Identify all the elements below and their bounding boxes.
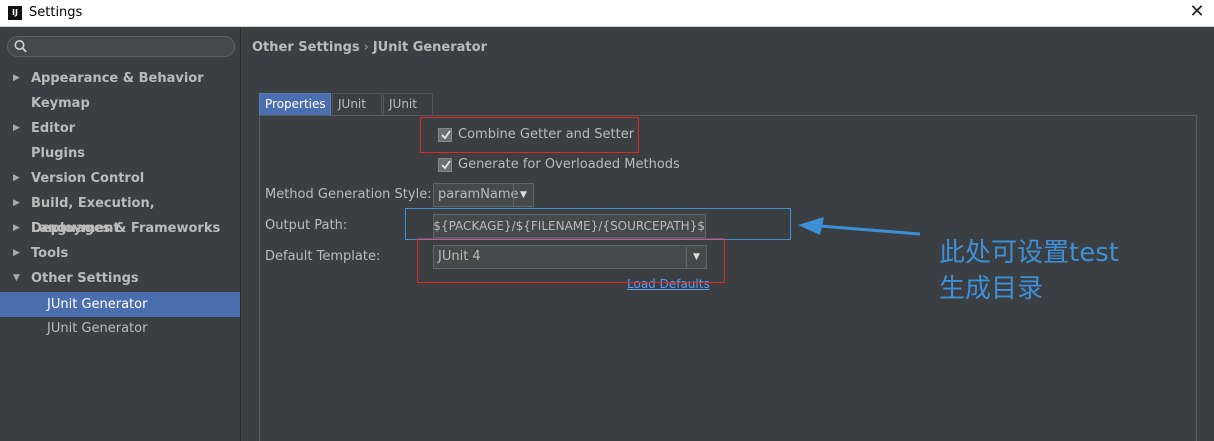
expand-arrow-icon: ▶ — [13, 123, 20, 133]
checkbox-label: Generate for Overloaded Methods — [458, 157, 680, 172]
checkbox-label: Combine Getter and Setter — [458, 127, 635, 142]
expand-arrow-icon: ▶ — [13, 173, 20, 183]
output-path-label: Output Path: — [265, 218, 348, 233]
expand-arrow-icon: ▶ — [13, 198, 20, 208]
annotation-arrow-icon — [798, 217, 921, 236]
expand-arrow-icon: ▶ — [13, 248, 20, 258]
sidebar-item-appearance-behavior[interactable]: ▶ Appearance & Behavior — [0, 66, 240, 91]
select-value: JUnit 4 — [438, 249, 481, 264]
sidebar-item-keymap[interactable]: Keymap — [0, 91, 240, 116]
method-generation-style-select[interactable]: paramName ▼ — [433, 183, 534, 207]
combine-getter-setter-checkbox[interactable]: Combine Getter and Setter — [438, 126, 638, 144]
expand-arrow-icon: ▶ — [13, 223, 20, 233]
output-path-input[interactable]: ${SOURCEPATH}/test/${PACKAGE}/${FILENAME… — [433, 214, 706, 238]
sidebar-item-junit-generator[interactable]: JUnit Generator — [0, 316, 240, 341]
sidebar-item-label: JUnit Generator — [47, 297, 148, 312]
generate-overloaded-checkbox[interactable]: Generate for Overloaded Methods — [438, 156, 680, 174]
settings-search-input[interactable] — [7, 36, 235, 57]
sidebar-item-label: Other Settings — [31, 271, 139, 286]
dropdown-arrow-icon: ▼ — [513, 184, 533, 206]
sidebar-item-junit-generator-selected[interactable]: JUnit Generator — [0, 292, 240, 317]
sidebar-item-other-settings[interactable]: ▼ Other Settings — [0, 266, 240, 291]
dropdown-arrow-icon: ▼ — [686, 246, 706, 268]
method-generation-style-label: Method Generation Style: — [265, 187, 432, 202]
load-defaults-link[interactable]: Load Defaults — [627, 277, 710, 291]
annotation-note: 此处可设置test 生成目录 — [939, 235, 1119, 307]
search-icon — [14, 40, 27, 53]
default-template-label: Default Template: — [265, 249, 381, 264]
sidebar-item-tools[interactable]: ▶ Tools — [0, 241, 240, 266]
sidebar-item-label: Languages & Frameworks — [31, 221, 221, 236]
annotation-line-2: 生成目录 — [939, 274, 1044, 304]
breadcrumb-parent: Other Settings — [252, 40, 360, 55]
sidebar-item-label: Version Control — [31, 171, 145, 186]
window-title: Settings — [29, 5, 83, 20]
sidebar-item-editor[interactable]: ▶ Editor — [0, 116, 240, 141]
sidebar-item-label: JUnit Generator — [47, 321, 148, 336]
sidebar-item-build-execution-deployment[interactable]: ▶ Build, Execution, Deployment — [0, 191, 240, 236]
breadcrumb-separator: › — [363, 40, 369, 55]
breadcrumb: Other Settings›JUnit Generator — [252, 40, 487, 55]
sidebar-item-label: Keymap — [31, 96, 90, 111]
checkbox-checked-icon — [438, 158, 452, 172]
sidebar-item-version-control[interactable]: ▶ Version Control — [0, 166, 240, 191]
properties-panel — [259, 115, 1197, 441]
collapse-arrow-icon: ▼ — [13, 273, 20, 283]
settings-sidebar: ▶ Appearance & Behavior Keymap ▶ Editor … — [0, 28, 241, 441]
default-template-select[interactable]: JUnit 4 ▼ — [433, 245, 707, 269]
tab-junit4[interactable]: JUnit 4 — [383, 93, 433, 132]
close-icon[interactable]: ✕ — [1189, 1, 1205, 22]
title-bar: IJ Settings ✕ — [0, 0, 1214, 27]
sidebar-item-languages-frameworks[interactable]: ▶ Languages & Frameworks — [0, 216, 240, 241]
settings-main-panel: Other Settings›JUnit Generator Propertie… — [242, 28, 1214, 441]
checkbox-checked-icon — [438, 128, 452, 142]
intellij-app-icon: IJ — [8, 6, 22, 20]
sidebar-item-label: Plugins — [31, 146, 85, 161]
annotation-line-1: 此处可设置test — [939, 238, 1119, 268]
sidebar-item-label: Tools — [31, 246, 69, 261]
expand-arrow-icon: ▶ — [13, 73, 20, 83]
sidebar-item-label: Build, Execution, Deployment — [31, 196, 155, 236]
sidebar-item-label: Editor — [31, 121, 76, 136]
tab-junit3[interactable]: JUnit 3 — [332, 93, 382, 132]
breadcrumb-current: JUnit Generator — [372, 40, 487, 55]
sidebar-item-label: Appearance & Behavior — [31, 71, 204, 86]
select-value: paramName — [438, 187, 519, 202]
tab-properties[interactable]: Properties — [259, 93, 331, 115]
sidebar-item-plugins[interactable]: Plugins — [0, 141, 240, 166]
